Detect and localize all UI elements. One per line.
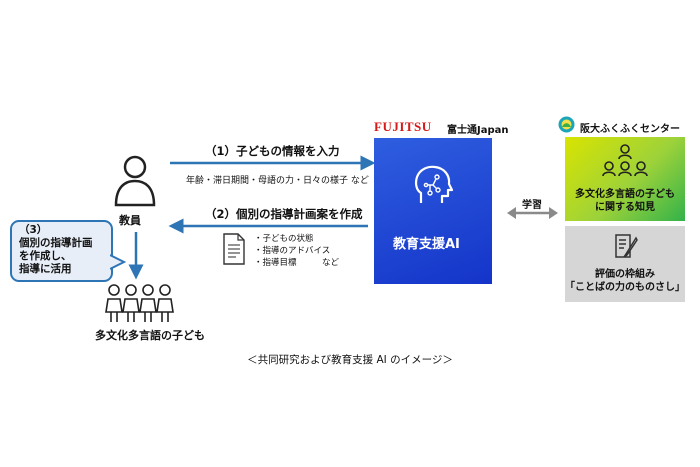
callout-tail xyxy=(110,254,126,270)
knowledge-line: 多文化多言語の子ども xyxy=(575,189,675,200)
children-group-icon xyxy=(105,284,174,322)
arrow-learning xyxy=(507,207,558,219)
plan-item: ・指導のアドバイス xyxy=(254,246,331,256)
callout-line: （3） xyxy=(19,224,48,236)
usage-callout xyxy=(10,220,113,282)
evaluation-line: 評価の枠組み xyxy=(595,269,655,280)
plan-item: ・指導目標 など xyxy=(254,258,340,268)
step1-detail: 年齢・滞日期間・母語の力・日々の様子 など xyxy=(186,176,369,186)
learning-label: 学習 xyxy=(522,200,542,211)
step1-label: （1）子どもの情報を入力 xyxy=(205,144,340,158)
children-label: 多文化多言語の子ども xyxy=(95,329,205,342)
plan-contents-list: ・子どもの状態 ・指導のアドバイス ・指導目標 など xyxy=(254,233,339,269)
ai-head-icon xyxy=(414,165,454,203)
knowledge-box xyxy=(565,137,685,221)
callout-line: 個別の指導計画 xyxy=(19,237,93,249)
evaluation-text: 評価の枠組み 「ことばの力のものさし」 xyxy=(565,268,685,294)
callout-line: を作成し、 xyxy=(19,250,72,262)
person-icon xyxy=(114,155,156,207)
education-ai-box xyxy=(374,138,492,284)
step2-label: （2）個別の指導計画案を作成 xyxy=(205,207,363,221)
knowledge-line: に関する知見 xyxy=(595,202,655,213)
callout-line: 指導に活用 xyxy=(19,263,72,275)
fujitsu-logo: FUJITSU xyxy=(374,119,432,134)
center-logo-icon xyxy=(558,116,575,133)
figure-caption: ＜共同研究および教育支援 AI のイメージ＞ xyxy=(247,354,453,366)
plan-item: ・子どもの状態 xyxy=(254,234,314,244)
document-icon xyxy=(223,233,245,265)
ai-label: 教育支援AI xyxy=(393,237,460,252)
evaluation-line: 「ことばの力のものさし」 xyxy=(565,282,685,293)
fujitsu-company-name: 富士通Japan xyxy=(447,125,509,136)
pen-document-icon xyxy=(615,234,638,258)
callout-text: （3） 個別の指導計画 を作成し、 指導に活用 xyxy=(19,224,93,276)
teacher-label: 教員 xyxy=(119,214,141,227)
evaluation-framework-box xyxy=(565,226,685,302)
knowledge-text: 多文化多言語の子ども に関する知見 xyxy=(565,188,685,214)
center-name: 阪大ふくふくセンター xyxy=(580,124,680,135)
people-network-icon xyxy=(602,144,648,177)
